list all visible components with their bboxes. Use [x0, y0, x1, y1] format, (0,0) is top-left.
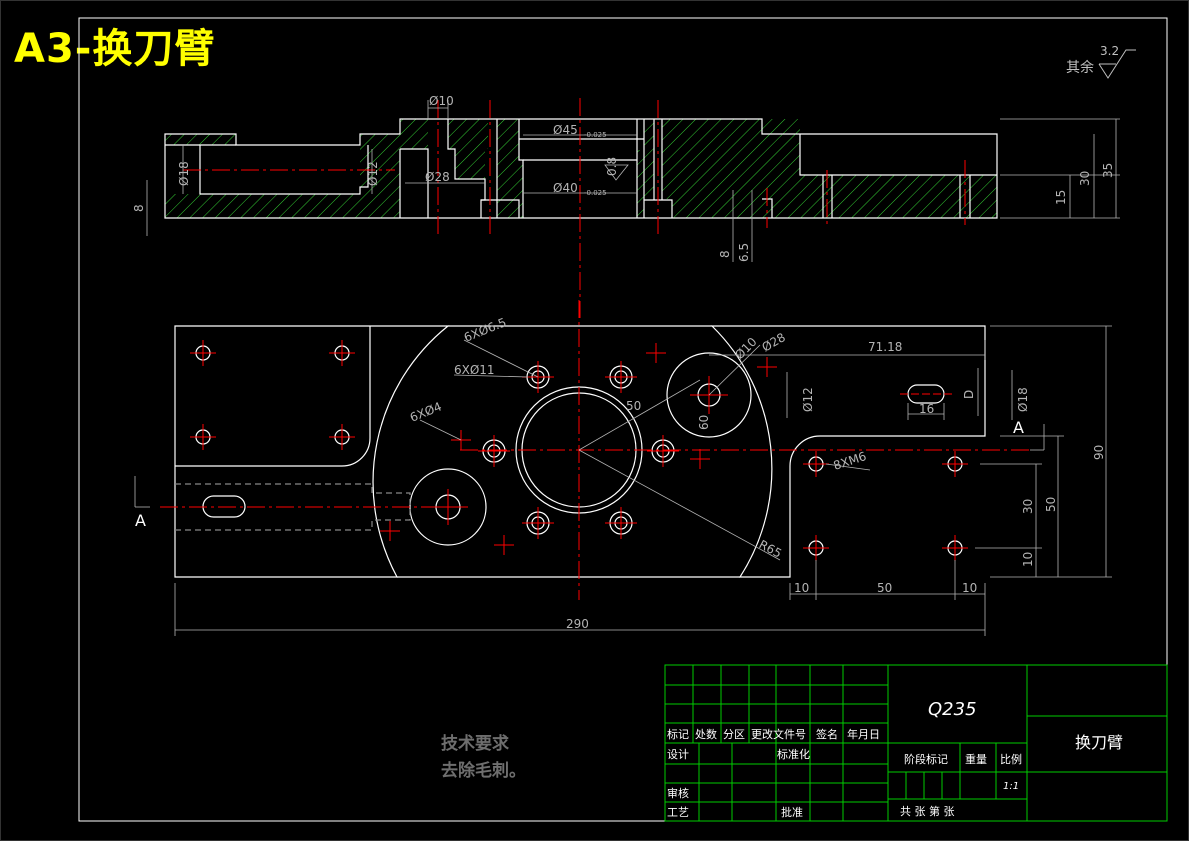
dim-v30: 30 — [1021, 499, 1035, 514]
dim-r65: R65 — [757, 537, 784, 560]
tb-header-5: 年月日 — [847, 727, 880, 741]
tb-weight: 重量 — [965, 752, 987, 766]
dim-d28: Ø28 — [425, 170, 450, 184]
tb-header-1: 处数 — [695, 728, 717, 741]
section-a-left: A — [135, 511, 146, 530]
dim-h10a: 10 — [794, 581, 809, 595]
dim-h35: 35 — [1101, 163, 1115, 178]
dim-h8-left: 8 — [132, 204, 146, 212]
dim-d28-plan: Ø28 — [760, 330, 788, 354]
tb-stage-mark: 阶段标记 — [904, 752, 948, 766]
plan-outline — [174, 325, 450, 578]
tb-material: Q235 — [928, 699, 977, 720]
section-outline — [164, 118, 998, 219]
dim-d45-tol: -0.025 — [584, 131, 607, 139]
tb-design: 设计 — [667, 748, 689, 761]
dim-6x4: 6XØ4 — [408, 399, 444, 424]
dim-r50: 50 — [626, 399, 641, 413]
tb-part-name: 换刀臂 — [1075, 733, 1123, 752]
tb-scale: 1:1 — [1003, 781, 1019, 792]
dim-d: D — [962, 390, 976, 399]
dim-r60: 60 — [697, 415, 711, 430]
dim-d45: Ø45 — [553, 123, 578, 137]
drawing-frame — [78, 17, 1168, 822]
tb-review: 审核 — [667, 786, 689, 800]
drawing-title: A3-换刀臂 — [14, 26, 216, 72]
dim-h8-bottom: 8 — [718, 250, 732, 258]
tb-header-0: 标记 — [667, 727, 689, 741]
dim-d10-top: Ø10 — [429, 94, 454, 108]
section-a-right: A — [1013, 418, 1024, 437]
dim-h15: 15 — [1054, 190, 1068, 205]
dim-6x11: 6XØ11 — [454, 363, 495, 377]
dim-d10-plan: Ø10 — [732, 335, 759, 362]
tb-ratio: 比例 — [1000, 752, 1022, 766]
tb-header-4: 签名 — [816, 727, 838, 741]
dim-d12-plan: Ø12 — [801, 387, 815, 412]
dim-h10b: 10 — [962, 581, 977, 595]
dim-6x65: 6XØ6.5 — [462, 315, 508, 345]
title-block-text: 标记 处数 分区 更改文件号 签名 年月日 设计 标准化 审核 工艺 批准 阶段… — [667, 699, 1123, 819]
dim-v10: 10 — [1021, 552, 1035, 567]
dim-v50: 50 — [1044, 497, 1058, 512]
dim-v90: 90 — [1092, 445, 1106, 460]
title-block-grid — [664, 664, 1168, 822]
dim-7118: 71.18 — [868, 340, 902, 354]
dim-d40-tol: -0.025 — [584, 189, 607, 197]
tb-process: 工艺 — [667, 806, 689, 819]
section-view — [146, 98, 1120, 318]
dim-d12: Ø12 — [366, 161, 380, 186]
roughness-symbol — [1098, 49, 1136, 79]
dim-d18-plan: Ø18 — [1016, 387, 1030, 412]
tb-sheets: 共 张 第 张 — [900, 804, 955, 818]
section-centerlines — [183, 98, 966, 318]
section-dim-text: Ø10 Ø45 -0.025 Ø28 Ø40 -0.025 Ø18 Ø12 0.… — [132, 94, 1115, 262]
tb-header-2: 分区 — [723, 728, 745, 741]
technical-requirements-note: 去除毛刺。 — [441, 761, 526, 781]
tb-header-3: 更改文件号 — [751, 727, 806, 741]
dim-h65: 6.5 — [737, 243, 751, 262]
dim-d18: Ø18 — [177, 161, 191, 186]
dim-h30: 30 — [1078, 171, 1092, 186]
technical-requirements-title: 技术要求 — [441, 734, 509, 754]
tb-standard: 标准化 — [777, 747, 810, 761]
tb-approve: 批准 — [781, 805, 803, 819]
roughness-value: 3.2 — [1100, 44, 1120, 58]
boss-right — [666, 352, 752, 438]
section-dim-lines — [146, 100, 1120, 262]
roughness-label: 其余 — [1066, 60, 1094, 76]
dim-r08: 0.8 — [605, 157, 619, 176]
dim-h50: 50 — [877, 581, 892, 595]
dim-d40: Ø40 — [553, 181, 578, 195]
dim-total: 290 — [566, 617, 589, 631]
section-hatching — [165, 119, 997, 218]
plan-dim-lines — [134, 325, 1112, 636]
dim-16: 16 — [919, 402, 934, 416]
